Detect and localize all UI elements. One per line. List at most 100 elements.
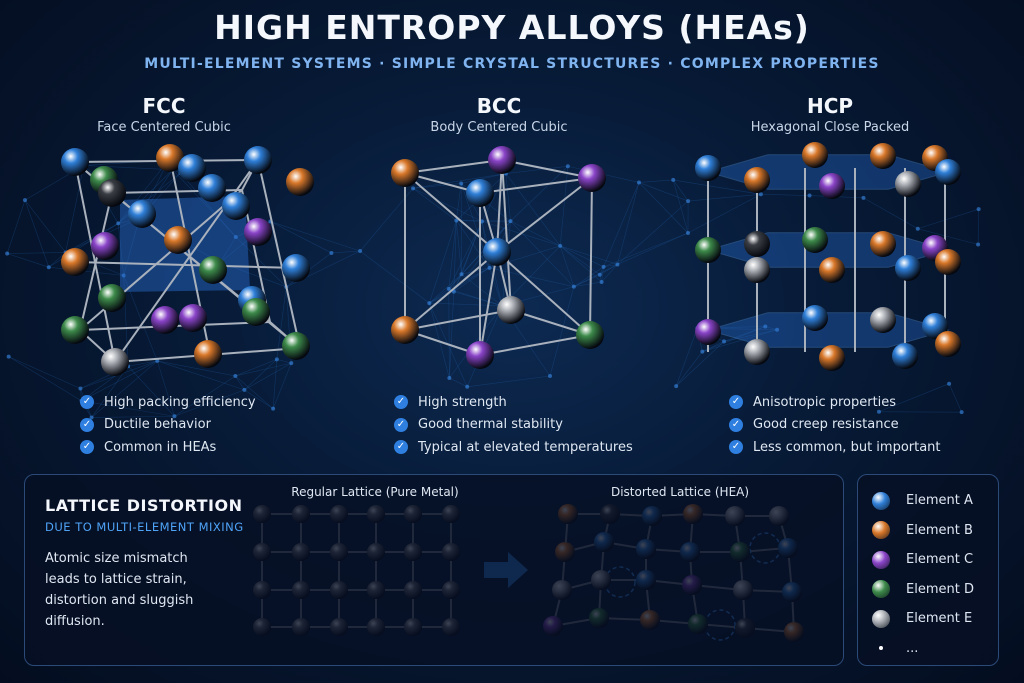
fcc-feature: ✓Common in HEAs <box>80 436 256 459</box>
network-link <box>765 326 778 331</box>
network-link <box>272 359 278 409</box>
fcc-atom <box>164 226 192 254</box>
network-node <box>947 381 952 386</box>
network-node <box>487 265 492 270</box>
network-link <box>453 291 503 307</box>
hcp-atom <box>870 231 896 257</box>
network-link <box>549 286 575 377</box>
network-link <box>723 326 766 342</box>
network-node <box>597 272 602 277</box>
network-link <box>448 288 450 378</box>
hcp-atom <box>695 155 721 181</box>
network-link <box>672 179 689 234</box>
network-link <box>8 356 82 402</box>
bcc-bond <box>404 309 512 331</box>
fcc-atom <box>98 284 126 312</box>
network-link <box>702 326 766 352</box>
network-link <box>83 165 173 171</box>
network-link <box>65 165 85 253</box>
bcc-atom <box>497 296 525 324</box>
network-link <box>559 245 575 287</box>
network-node <box>758 192 763 197</box>
network-link <box>603 182 640 267</box>
network-link <box>599 264 618 275</box>
check-icon: ✓ <box>729 440 743 455</box>
fcc-atom <box>282 332 310 360</box>
network-link <box>917 228 979 245</box>
hcp-feature: ✓ Less common, but important <box>729 436 941 459</box>
network-link <box>7 252 66 254</box>
legend-label: Element B <box>906 522 973 538</box>
network-link <box>702 329 778 352</box>
network-link <box>270 221 332 254</box>
check-icon: ✓ <box>80 440 94 455</box>
network-node <box>763 324 768 329</box>
network-node <box>22 198 27 203</box>
network-node <box>480 219 485 224</box>
legend-swatch <box>879 646 883 651</box>
network-link <box>467 375 551 388</box>
network-link <box>449 291 455 379</box>
hcp-atom <box>695 237 721 263</box>
network-link <box>244 389 274 409</box>
bcc-bond <box>589 177 593 336</box>
feature-text: High strength <box>418 394 507 410</box>
network-link <box>687 194 762 234</box>
network-link <box>453 220 457 292</box>
network-link <box>573 266 604 287</box>
network-link <box>117 223 124 276</box>
network-link <box>65 223 119 253</box>
network-node <box>447 375 452 380</box>
network-link <box>7 253 49 268</box>
network-link <box>603 232 689 268</box>
network-link <box>48 266 124 276</box>
network-link <box>505 165 568 174</box>
network-link <box>174 375 236 417</box>
legend-item: ... <box>872 634 974 664</box>
hcp-atom <box>870 307 896 333</box>
network-link <box>675 328 698 387</box>
hcp-header: HCP Hexagonal Close Packed <box>710 94 950 135</box>
legend-label: Element D <box>906 581 974 597</box>
network-node <box>427 301 432 306</box>
network-link <box>501 221 511 306</box>
network-node <box>671 177 676 182</box>
bcc-feature-list: ✓High strength ✓Good thermal stability ✓… <box>394 391 633 459</box>
network-link <box>157 360 236 377</box>
network-node <box>454 218 459 223</box>
feature-text: Less common, but important <box>753 439 941 455</box>
feature-text: Good creep resistance <box>753 417 899 433</box>
network-link <box>675 351 703 387</box>
network-node <box>459 272 464 277</box>
check-icon: ✓ <box>729 417 743 432</box>
network-link <box>91 415 175 418</box>
fcc-atom <box>242 298 270 326</box>
network-link <box>220 236 237 263</box>
network-link <box>601 264 618 283</box>
fcc-atom <box>98 179 126 207</box>
network-link <box>429 302 503 307</box>
legend-swatch <box>872 580 890 599</box>
network-link <box>235 359 277 377</box>
bcc-atom <box>466 341 494 369</box>
network-node <box>289 361 294 366</box>
bcc-bond <box>404 172 498 253</box>
fcc-atom <box>198 174 226 202</box>
network-link <box>244 362 292 391</box>
bcc-name: Body Centered Cubic <box>430 120 568 135</box>
network-node <box>508 219 513 224</box>
network-link <box>81 360 158 402</box>
network-node <box>558 243 563 248</box>
fcc-atom <box>61 316 89 344</box>
hcp-atom <box>895 171 921 197</box>
network-link <box>276 286 287 360</box>
network-node <box>242 387 247 392</box>
network-link <box>180 172 237 238</box>
legend-label: Element E <box>906 611 973 627</box>
network-node <box>876 409 881 414</box>
network-link <box>456 183 462 221</box>
network-node <box>861 195 866 200</box>
legend-item: Element A <box>872 486 974 516</box>
network-link <box>448 221 483 290</box>
network-link <box>601 266 604 282</box>
